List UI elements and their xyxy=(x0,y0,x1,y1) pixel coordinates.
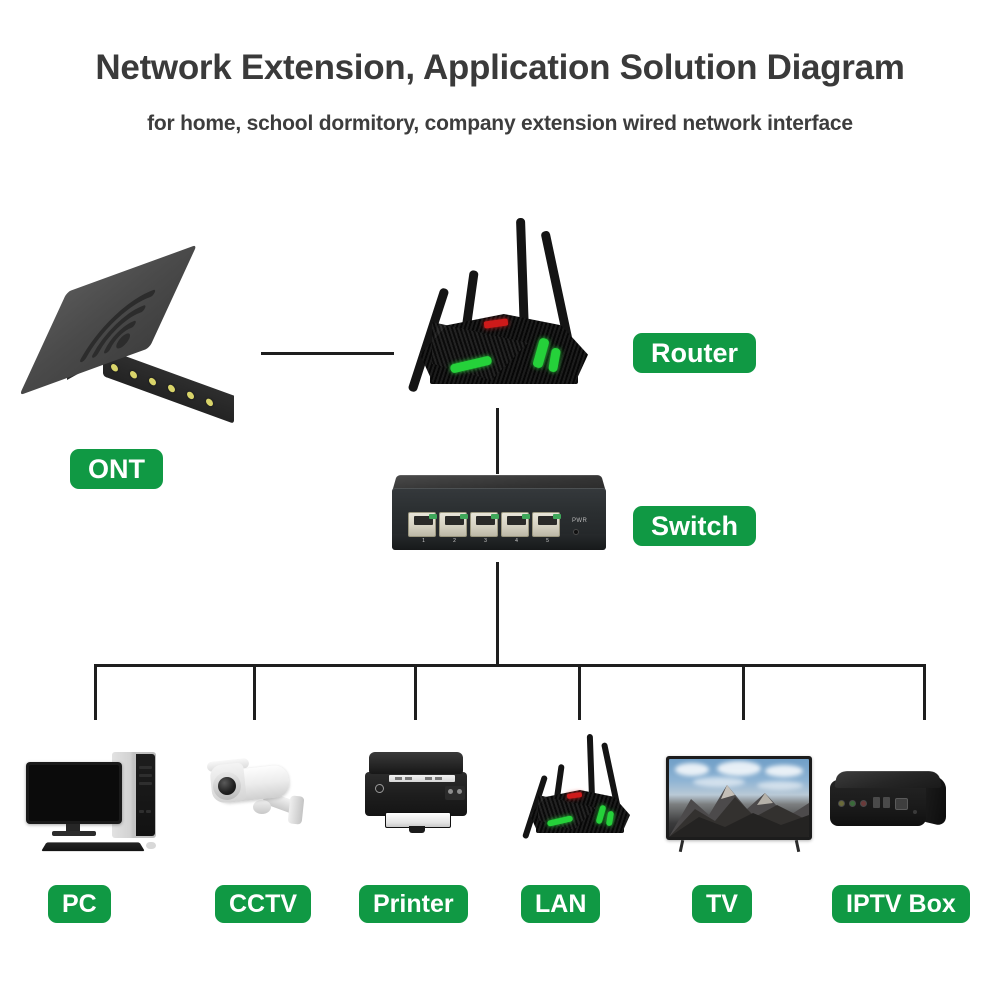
connector-drop-tv xyxy=(742,664,745,720)
label-printer: Printer xyxy=(359,885,468,923)
switch-ports: 1 2 3 4 5 xyxy=(408,512,561,544)
television-icon xyxy=(666,752,818,854)
label-router: Router xyxy=(633,333,756,373)
connector-drop-iptvbox xyxy=(923,664,926,720)
wifi-symbol-icon xyxy=(72,282,167,369)
label-tv: TV xyxy=(692,885,752,923)
label-ont: ONT xyxy=(70,449,163,489)
set-top-box-icon xyxy=(828,762,950,842)
connector-drop-cctv xyxy=(253,664,256,720)
connector-switch-to-bus xyxy=(496,562,499,666)
printer-icon xyxy=(363,748,473,848)
security-camera-icon xyxy=(197,752,317,852)
switch-port: 4 xyxy=(501,512,530,544)
network-switch-icon: 1 2 3 4 5 PWR xyxy=(388,472,610,562)
connector-bus xyxy=(94,664,926,667)
label-iptv-box: IPTV Box xyxy=(832,885,970,923)
connector-ont-to-router xyxy=(261,352,394,355)
switch-port: 1 xyxy=(408,512,437,544)
label-switch: Switch xyxy=(633,506,757,546)
label-lan: LAN xyxy=(521,885,601,923)
label-cctv: CCTV xyxy=(215,885,312,923)
wifi-router-icon xyxy=(520,732,640,842)
ont-device-icon xyxy=(19,244,235,424)
label-pc: PC xyxy=(48,885,111,923)
connector-drop-pc xyxy=(94,664,97,720)
switch-port: 3 xyxy=(470,512,499,544)
connector-drop-printer xyxy=(414,664,417,720)
connector-router-to-switch xyxy=(496,408,499,474)
desktop-computer-icon xyxy=(26,752,162,856)
switch-port: 5 xyxy=(532,512,561,544)
switch-power-led xyxy=(573,529,579,535)
switch-power-label: PWR xyxy=(572,518,588,524)
page-subtitle: for home, school dormitory, company exte… xyxy=(147,112,853,135)
page-title: Network Extension, Application Solution … xyxy=(95,48,905,87)
connector-drop-lan xyxy=(578,664,581,720)
wifi-router-icon xyxy=(406,217,606,398)
switch-port: 2 xyxy=(439,512,468,544)
